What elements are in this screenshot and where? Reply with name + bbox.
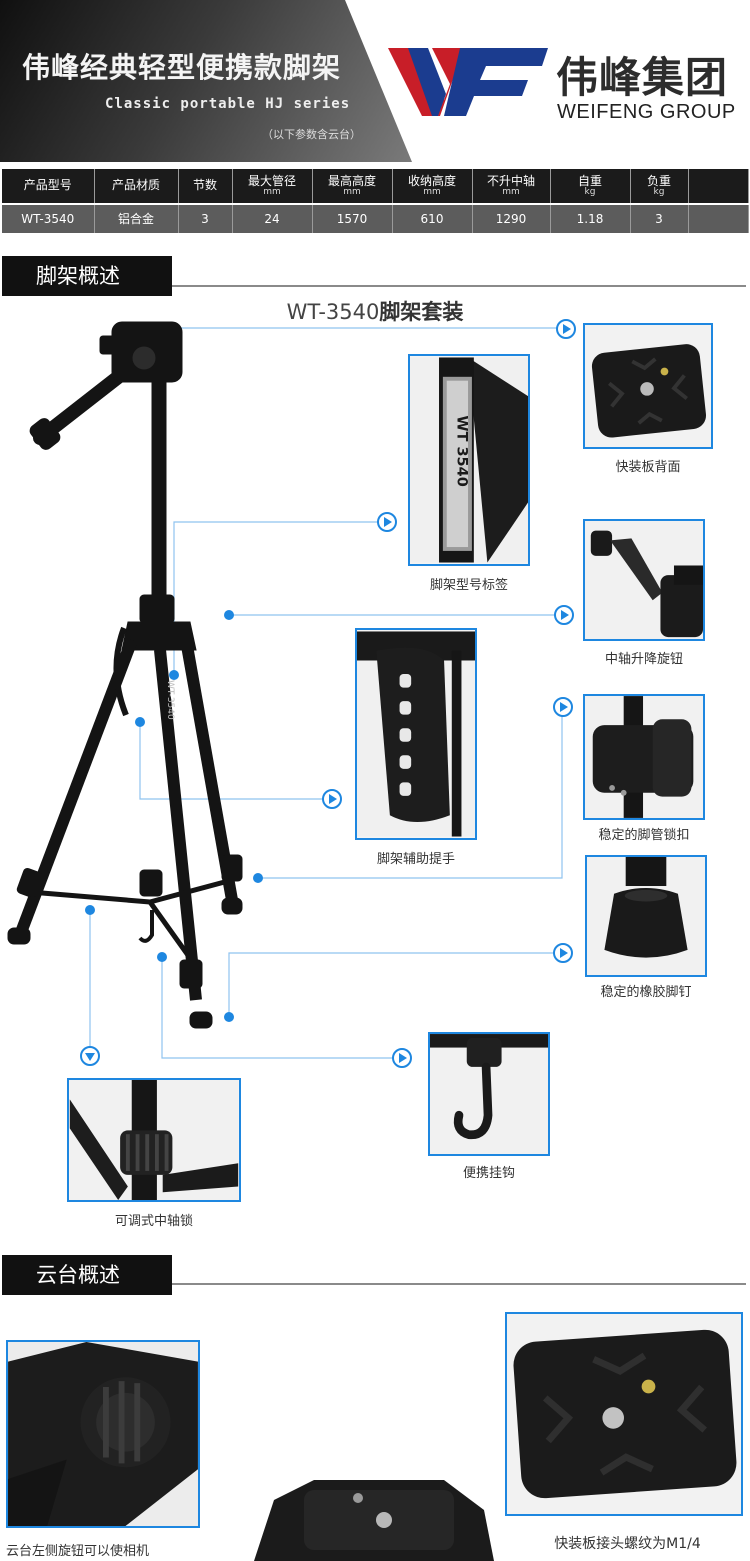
photo-hook xyxy=(428,1032,550,1156)
spec-value: 1570 xyxy=(312,203,393,233)
caption-plate-back: 快装板背面 xyxy=(615,460,681,475)
spec-value: 1.18 xyxy=(550,203,631,233)
brand-name-cn: 伟峰集团 xyxy=(556,53,729,102)
brand-name-en: WEIFENG GROUP xyxy=(557,101,736,123)
spec-header: 产品材质 xyxy=(94,169,179,205)
caption-head-left: 云台左侧旋钮可以使相机 xyxy=(6,1544,150,1559)
section-rule xyxy=(172,1283,746,1285)
specs-value-row: WT-3540 铝合金 3 24 1570 610 1290 1.18 3 xyxy=(2,203,749,233)
photo-leg-lock xyxy=(583,694,705,820)
photo-plate-back xyxy=(583,323,713,449)
page-title: 伟峰经典轻型便携款脚架 xyxy=(22,51,342,84)
model-label-text: WT 3540 xyxy=(453,416,469,487)
caption-handle: 脚架辅助提手 xyxy=(376,852,455,867)
page-subtitle: Classic portable HJ series xyxy=(105,96,351,112)
spec-value: 3 xyxy=(178,203,233,233)
spec-header: 产品型号 xyxy=(2,169,95,205)
caption-rubber-foot: 稳定的橡胶脚钉 xyxy=(600,985,692,1000)
photo-column-lock xyxy=(67,1078,241,1202)
caption-hook: 便携挂钩 xyxy=(462,1166,515,1181)
spec-value xyxy=(688,203,749,233)
section-banner-head: 云台概述 xyxy=(2,1255,172,1295)
spec-header xyxy=(688,169,749,205)
photo-head-top xyxy=(244,1470,504,1561)
photo-plate-thread xyxy=(505,1312,743,1516)
photo-model-label: WT 3540 xyxy=(408,354,530,566)
section-rule xyxy=(172,285,746,287)
spec-header: 节数 xyxy=(178,169,233,205)
spec-value: 24 xyxy=(232,203,313,233)
caption-plate-thread: 快装板接头螺纹为M1/4 xyxy=(554,1536,701,1552)
tripod-illustration: WT-3540 xyxy=(7,321,243,1029)
spec-value: 610 xyxy=(392,203,473,233)
photo-crank xyxy=(583,519,705,641)
photo-head-left xyxy=(6,1340,200,1528)
section-banner-tripod: 脚架概述 xyxy=(2,256,172,296)
photo-handle xyxy=(355,628,477,840)
caption-column-lock: 可调式中轴锁 xyxy=(114,1214,193,1229)
set-title: WT-3540脚架套装 xyxy=(286,300,464,324)
header-note: （以下参数含云台） xyxy=(262,128,361,141)
header-banner xyxy=(0,0,412,162)
spec-value: 1290 xyxy=(472,203,551,233)
caption-model-label: 脚架型号标签 xyxy=(429,578,508,593)
tripod-model-text: WT-3540 xyxy=(165,680,175,720)
spec-value: 3 xyxy=(630,203,689,233)
photo-rubber-foot xyxy=(585,855,707,977)
spec-value: WT-3540 xyxy=(2,203,95,233)
caption-leg-lock: 稳定的脚管锁扣 xyxy=(598,828,690,843)
spec-value: 铝合金 xyxy=(94,203,179,233)
caption-crank: 中轴升降旋钮 xyxy=(604,652,683,667)
weifeng-logo-icon xyxy=(388,48,548,116)
